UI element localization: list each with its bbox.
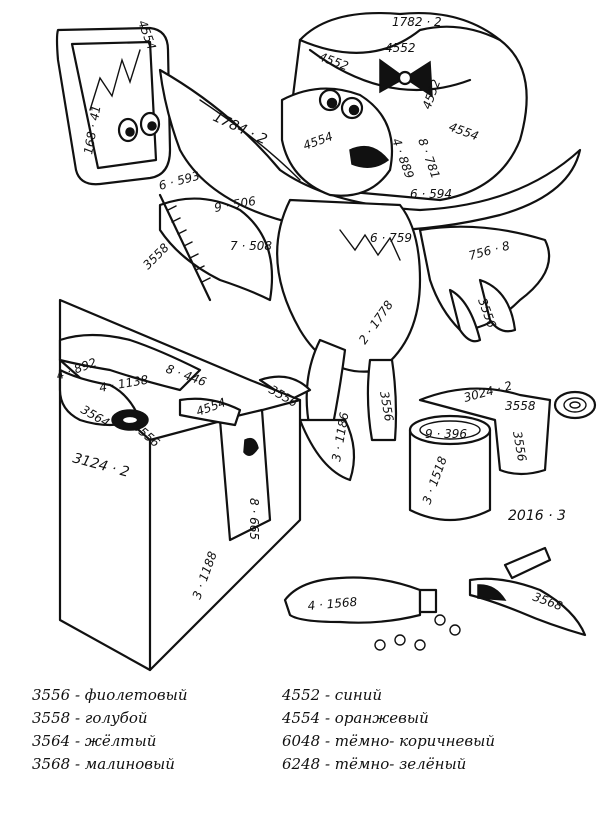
num-hat-top: 1782 · 2 [392,15,442,29]
owl-face [280,87,394,197]
num-floor: 2016 · 3 [508,508,566,524]
key-code: 6048 [282,732,321,750]
key-code: 4554 [282,709,321,727]
tube [283,576,461,651]
roll [418,387,597,476]
can [408,414,492,522]
key-row: 6048 - тёмно- коричневый [282,732,495,750]
key-code: 4552 [282,686,321,704]
num-roll-side: 3556 [510,430,529,463]
key-code: 3564 [32,732,71,750]
key-separator: - [70,709,85,727]
box [58,298,302,672]
key-color: голубой [84,709,148,727]
key-color: фиолетовый [84,686,188,704]
key-separator: - [320,732,335,750]
key-row: 4552 - синий [282,686,382,704]
key-row: 3568 - малиновый [32,755,175,773]
key-code: 6248 [282,755,321,773]
key-color: малиновый [84,755,175,773]
key-separator: - [320,755,335,773]
owl-body [158,193,551,482]
num-wing-left: 7 · 508 [230,239,272,253]
shoe [468,546,587,637]
key-separator: - [320,709,335,727]
key-row: 4554 - оранжевый [282,709,429,727]
num-wand: 3558 [140,240,172,272]
key-color: тёмно- коричневый [334,732,496,750]
key-row: 3564 - жёлтый [32,732,156,750]
num-foot-right: 3556 [377,390,396,423]
key-color: синий [334,686,383,704]
key-separator: - [70,686,85,704]
num-tube: 4 · 1568 [307,595,358,613]
key-separator: - [70,755,85,773]
key-row: 3556 - фиолетовый [32,686,188,704]
color-key: 3556 - фиолетовый 3558 - голубой 3564 - … [0,680,600,831]
num-hat-bow: 4552 [385,41,416,55]
num-can-top: 9 · 396 [425,427,467,441]
mirror [55,26,172,186]
key-row: 3558 - голубой [32,709,148,727]
key-separator: - [70,732,85,750]
key-color: оранжевый [334,709,429,727]
key-row: 6248 - тёмно- зелёный [282,755,466,773]
num-roll-mid: 3558 [505,399,536,413]
key-code: 3556 [32,686,71,704]
key-code: 3568 [32,755,71,773]
key-separator: - [320,686,335,704]
key-color: тёмно- зелёный [334,755,467,773]
num-tag: 8 · 665 [247,498,261,540]
key-color: жёлтый [84,732,157,750]
key-code: 3558 [32,709,71,727]
coloring-picture: 1782 · 2 4552 4552 4552 4554 4554 1784 ·… [54,11,597,672]
num-chest: 6 · 759 [370,231,412,245]
num-brim-right: 6 · 594 [410,187,452,201]
